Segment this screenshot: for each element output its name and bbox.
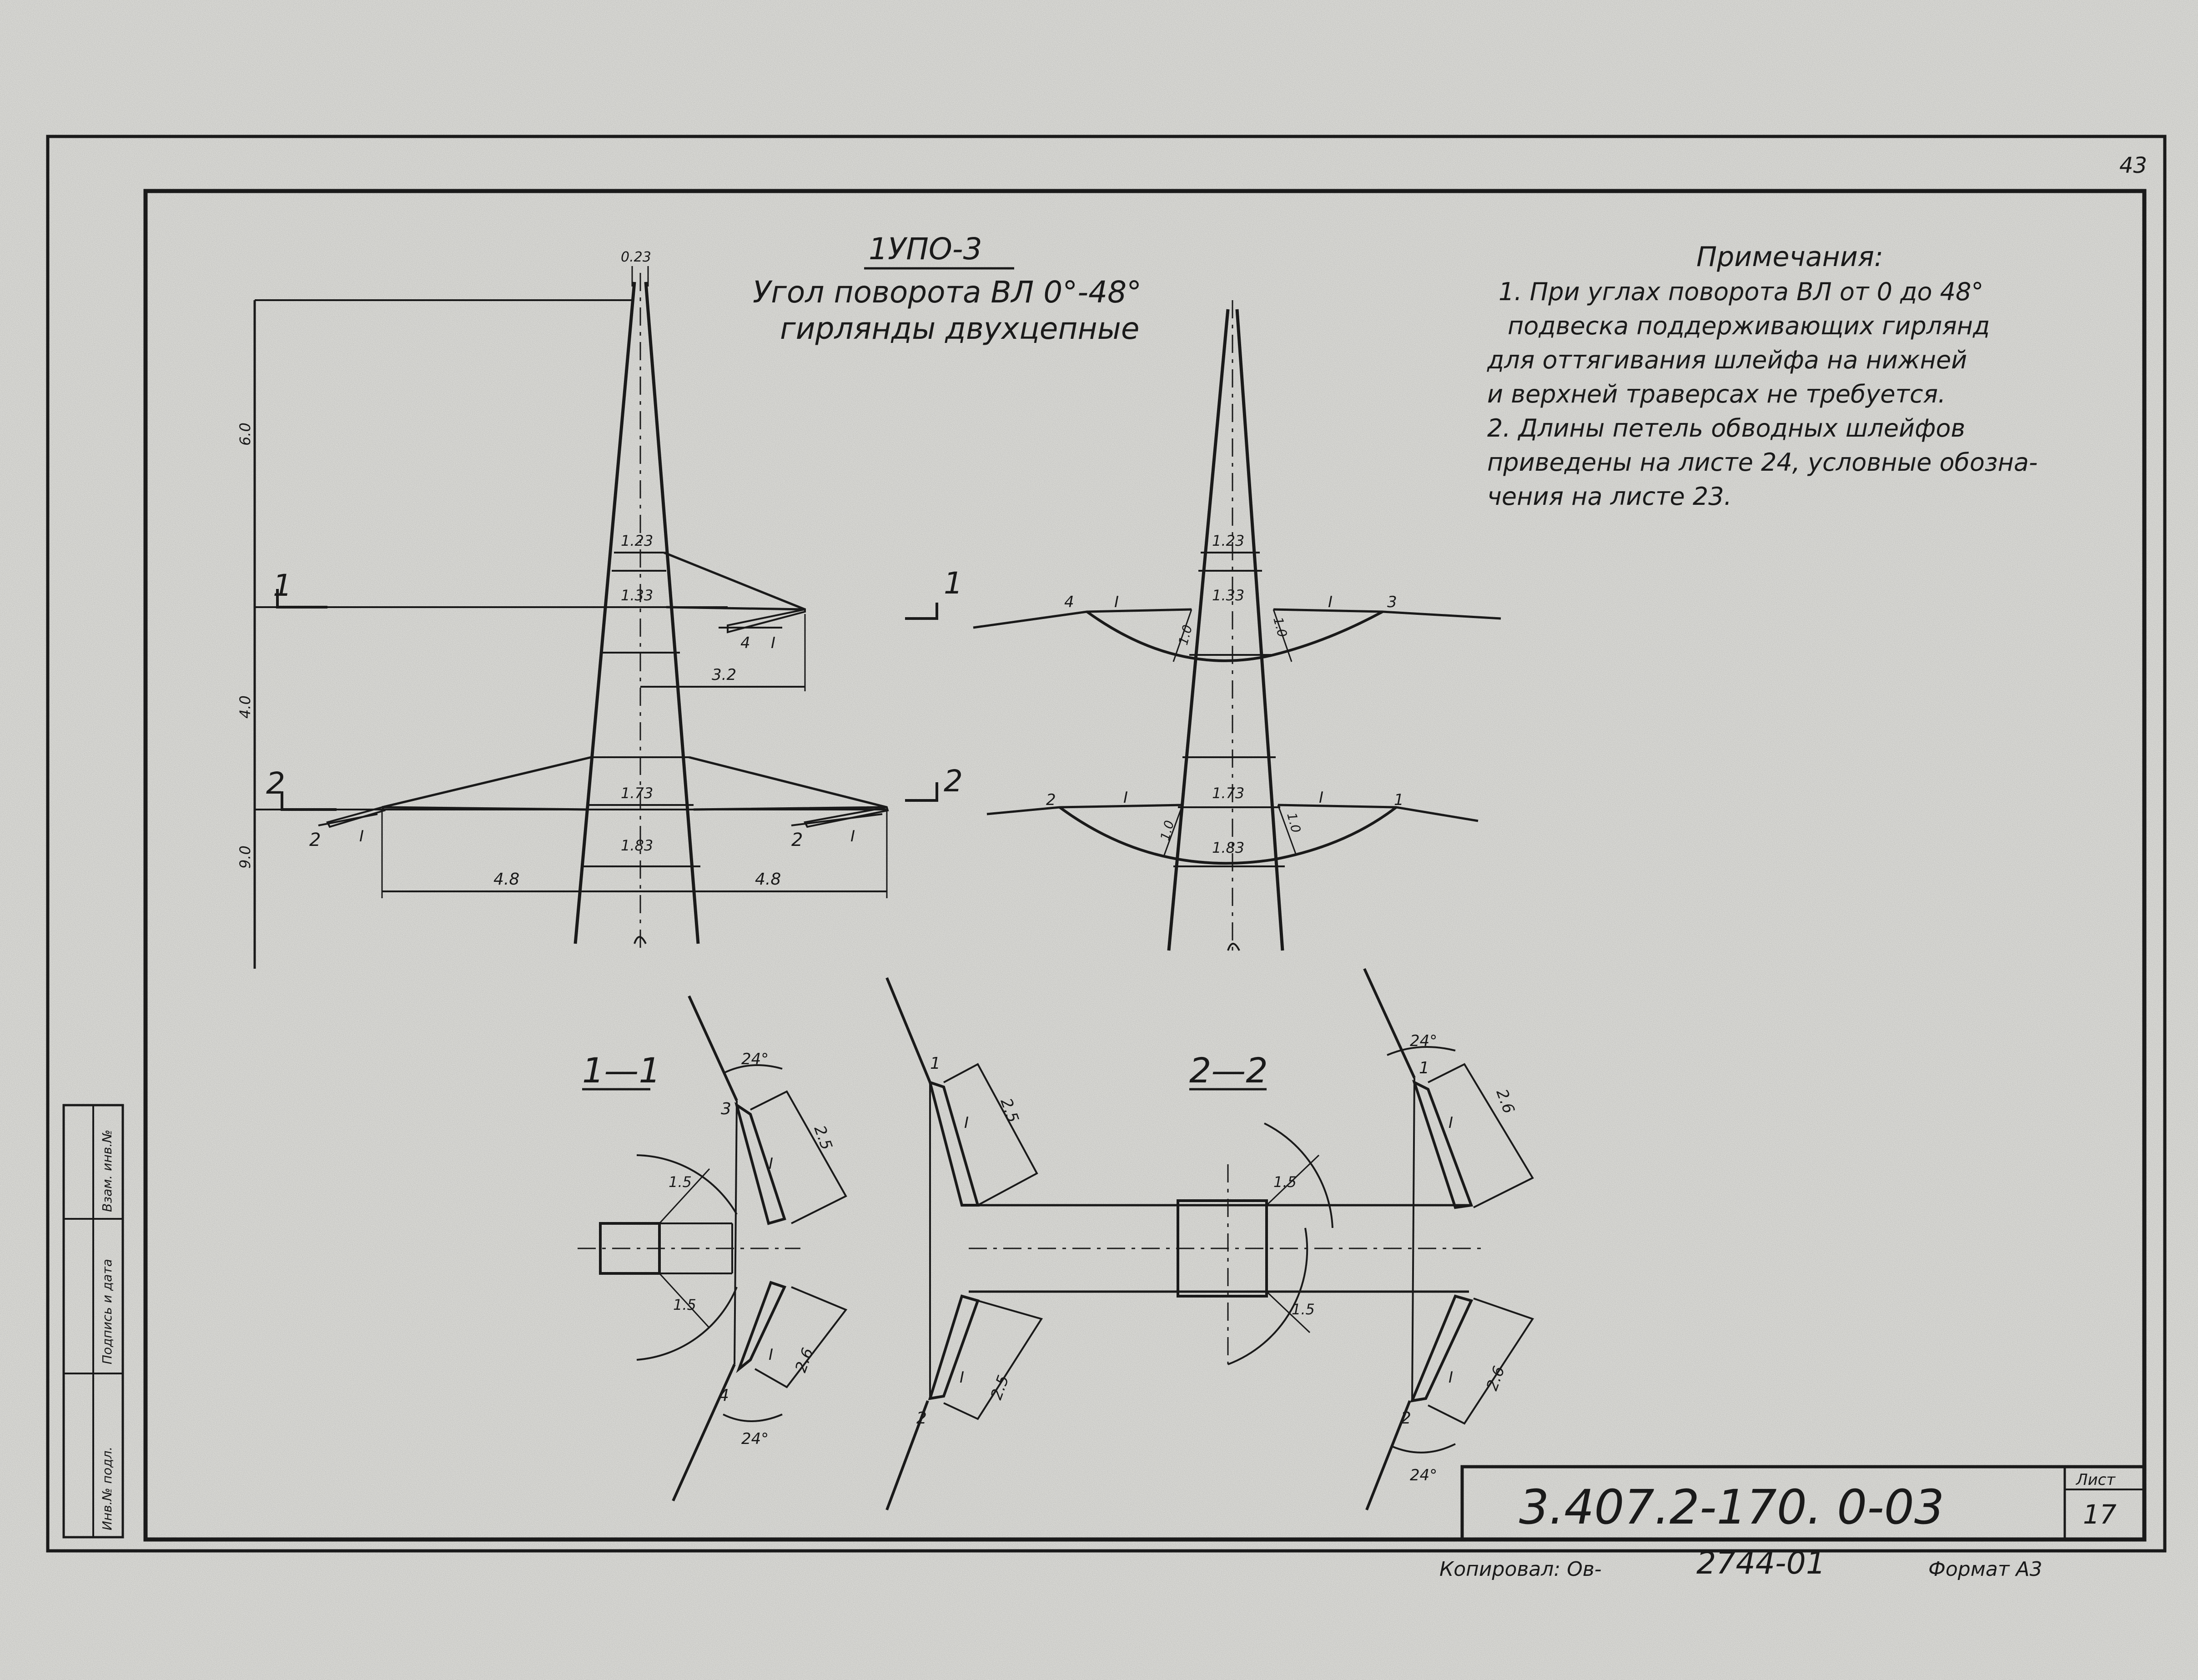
chain-label-lower-left: I <box>359 827 364 845</box>
span-lower-left: 4.8 <box>493 870 519 889</box>
note-line-2: подвеска поддерживающих гирлянд <box>1508 312 1990 340</box>
order-number: 2744-01 <box>1696 1545 1826 1581</box>
page-number: 43 <box>2119 153 2147 178</box>
doc-code: 3.407.2-170. 0-03 <box>1519 1479 1944 1535</box>
tower-right: 1.23 1.33 1.73 1.83 4 I 3 I 1.0 1.0 2 I … <box>905 300 1501 955</box>
side-stamp: Инв.№ подл. Подпись и дата Взам. инв.№ <box>62 1104 124 1539</box>
height-top: 6.0 <box>236 423 254 446</box>
chain-i-lower-right: I <box>1319 789 1323 807</box>
tower-left: 0.23 1.23 1.33 1.73 1.83 4 I 2 I 2 I <box>236 249 889 969</box>
section-2-2-phase-1-left: 1 <box>930 1054 941 1073</box>
section-1-1-radius-top: 1.5 <box>669 1173 692 1191</box>
subtitle-angle: Угол поворота ВЛ 0°-48° <box>753 275 1142 310</box>
width-3: 1.73 <box>621 785 653 802</box>
outer-frame <box>46 135 2167 1553</box>
chain-i-upper-left: I <box>1114 593 1119 611</box>
format-label: Формат А3 <box>1928 1558 2042 1581</box>
section-2-2-chain-right-top: I <box>1449 1114 1453 1132</box>
section-1-1-title: 1—1 <box>582 1050 661 1091</box>
title-block: 3.407.2-170. 0-03 Лист 17 <box>1460 1465 2146 1541</box>
section-2-2-radius-bottom: 1.5 <box>1292 1301 1315 1318</box>
sheet-number: 17 <box>2083 1499 2117 1530</box>
section-1-1-angle-top: 24° <box>741 1050 769 1068</box>
width-4-right: 1.83 <box>1212 839 1244 856</box>
section-2-2-phase-1-right: 1 <box>1419 1059 1429 1077</box>
section-mark-1: 1 <box>273 568 292 603</box>
note-line-3: для оттягивания шлейфа на нижней <box>1487 346 1967 374</box>
phase-4-upper: 4 <box>1064 593 1074 611</box>
section-1-1-phase-3: 3 <box>721 1100 731 1118</box>
subtitle-chains: гирлянды двухцепные <box>780 311 1139 346</box>
section-1-1-chain-bottom: I <box>769 1346 773 1364</box>
phase-label-4: 4 <box>740 634 750 652</box>
note-line-1: 1. При углах поворота ВЛ от 0 до 48° <box>1499 277 1983 306</box>
phase-1-lower: 1 <box>1394 791 1404 809</box>
width-1-right: 1.23 <box>1212 532 1244 549</box>
chain-i-upper-right: I <box>1328 593 1333 611</box>
span-lower-right: 4.8 <box>755 870 781 889</box>
width-1: 1.23 <box>621 532 653 549</box>
notes-block: Примечания: 1. При углах поворота ВЛ от … <box>1487 241 2037 511</box>
drawing-title: 1УПО-3 <box>869 231 982 267</box>
section-2-2-chain-left-top: I <box>964 1114 969 1132</box>
width-3-right: 1.73 <box>1212 785 1244 802</box>
section-2-2-phase-2-left: 2 <box>916 1409 927 1428</box>
note-line-7: чения на листе 23. <box>1487 482 1732 511</box>
stamp-inv-replace: Взам. инв.№ <box>100 1130 115 1212</box>
section-mark-2-right: 2 <box>944 764 963 799</box>
width-2: 1.33 <box>621 587 653 604</box>
notes-heading: Примечания: <box>1696 241 1883 273</box>
span-upper: 3.2 <box>712 666 736 684</box>
note-line-5: 2. Длины петель обводных шлейфов <box>1487 414 1965 443</box>
section-2-2-title: 2—2 <box>1189 1050 1268 1091</box>
chain-label-lower-right: I <box>850 827 855 845</box>
note-line-4: и верхней траверсах не требуется. <box>1487 380 1946 408</box>
note-line-6: приведены на листе 24, условные обозна- <box>1487 448 2037 477</box>
section-1-1-angle-bottom: 24° <box>741 1430 769 1448</box>
stamp-sign-date: Подпись и дата <box>100 1259 115 1364</box>
height-middle: 4.0 <box>236 695 254 719</box>
stamp-inv-orig: Инв.№ подл. <box>100 1447 115 1530</box>
section-2-2-radius-top: 1.5 <box>1273 1173 1297 1191</box>
section-2-2-angle-bottom: 24° <box>1410 1466 1437 1484</box>
section-2-2-phase-2-right: 2 <box>1401 1409 1411 1428</box>
top-width: 0.23 <box>621 249 651 265</box>
inner-frame <box>143 189 2147 1542</box>
section-mark-2: 2 <box>266 766 285 801</box>
phase-label-2-left: 2 <box>309 830 321 850</box>
phase-2-lower: 2 <box>1046 791 1056 809</box>
width-4: 1.83 <box>621 837 653 854</box>
section-1-1-phase-4: 4 <box>719 1386 729 1405</box>
section-2-2: 2—2 2.5 2.5 1 2 I I 2.6 2.6 1 2 I I <box>885 968 1534 1511</box>
section-2-2-angle-top: 24° <box>1410 1032 1437 1050</box>
section-1-1: 1—1 2.5 2.6 24° 24° 1.5 1.5 3 4 I <box>578 995 848 1502</box>
section-mark-1-right: 1 <box>944 566 963 601</box>
section-2-2-chain-right-bottom: I <box>1449 1368 1453 1387</box>
chain-i-lower-left: I <box>1123 789 1128 807</box>
height-bottom: 9.0 <box>236 845 254 869</box>
chain-label-upper: I <box>771 634 775 652</box>
section-1-1-radius-bottom: 1.5 <box>673 1296 696 1313</box>
phase-3-upper: 3 <box>1387 593 1397 611</box>
section-1-1-chain-top: I <box>769 1155 773 1173</box>
copied-by: Копировал: Ов- <box>1439 1558 1602 1581</box>
phase-label-2-right: 2 <box>791 830 803 850</box>
section-2-2-chain-left-bottom: I <box>960 1368 964 1387</box>
sheet-label: Лист <box>2075 1471 2116 1489</box>
width-2-right: 1.33 <box>1212 587 1244 604</box>
